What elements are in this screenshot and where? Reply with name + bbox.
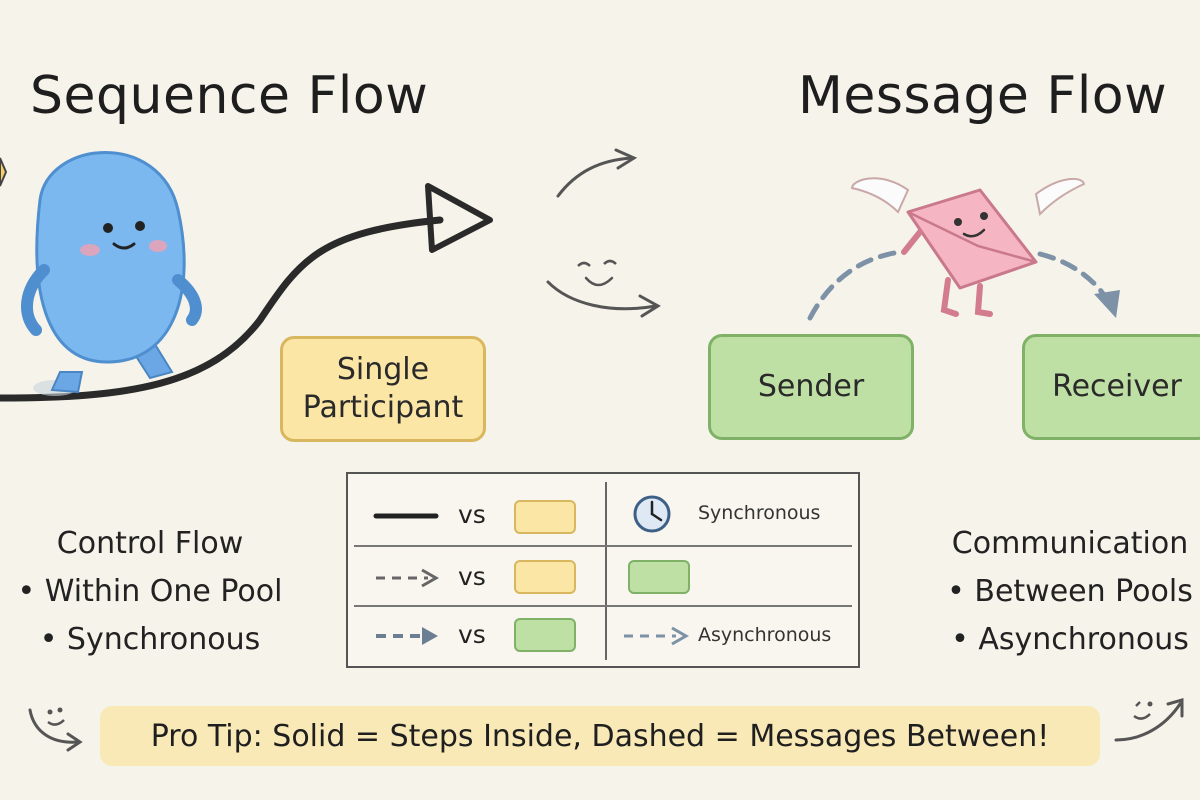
smiley-icon (577, 259, 617, 287)
pro-tip-banner: Pro Tip: Solid = Steps Inside, Dashed = … (100, 706, 1100, 766)
blob-character-icon (21, 151, 202, 396)
legend-asynchronous-label: Asynchronous (698, 624, 832, 646)
legend-yellow-swatch-1 (514, 500, 576, 534)
async-dashed-arrow (624, 626, 690, 646)
bullet-asynchronous: • Asynchronous (951, 622, 1189, 657)
sequence-flow-title: Sequence Flow (30, 66, 429, 126)
sender-box: Sender (708, 334, 914, 440)
message-flow-arrows (807, 249, 1120, 321)
legend-green-swatch-2 (628, 560, 690, 594)
control-flow-heading: Control Flow (56, 526, 244, 561)
message-flow-title: Message Flow (798, 66, 1168, 126)
clock-icon (633, 495, 671, 533)
bullet-synchronous: • Synchronous (39, 622, 261, 657)
star-icon (0, 157, 8, 187)
message-bullets: Communication • Between Pools • Asynchro… (940, 520, 1200, 664)
corner-doodle-left (28, 707, 83, 752)
flying-envelope-icon (850, 177, 1086, 317)
legend-green-swatch-1 (514, 618, 576, 652)
bullet-between-pools: • Between Pools (947, 574, 1193, 609)
legend-table: vs vs vs Synchronous Asynchronous (346, 472, 860, 668)
legend-row3-vs: vs (458, 620, 486, 649)
legend-synchronous-label: Synchronous (698, 502, 821, 524)
single-participant-box: Single Participant (280, 336, 486, 442)
corner-doodle-right (1114, 698, 1184, 742)
communication-heading: Communication (951, 526, 1189, 561)
legend-yellow-swatch-2 (514, 560, 576, 594)
legend-row2-vs: vs (458, 562, 486, 591)
receiver-box: Receiver (1022, 334, 1200, 440)
curved-arrows-smiley (546, 148, 661, 318)
bullet-within-one-pool: • Within One Pool (17, 574, 283, 609)
dashed-filled-arrow-sample (376, 627, 438, 645)
single-participant-line2: Participant (302, 390, 464, 425)
sequence-bullets: Control Flow • Within One Pool • Synchro… (0, 520, 300, 664)
sequence-flow-arrow (0, 183, 493, 402)
legend-row1-vs: vs (458, 500, 486, 529)
legend-lines (354, 482, 852, 660)
dashed-arrow-sample (376, 568, 440, 588)
single-participant-line1: Single (336, 352, 430, 387)
